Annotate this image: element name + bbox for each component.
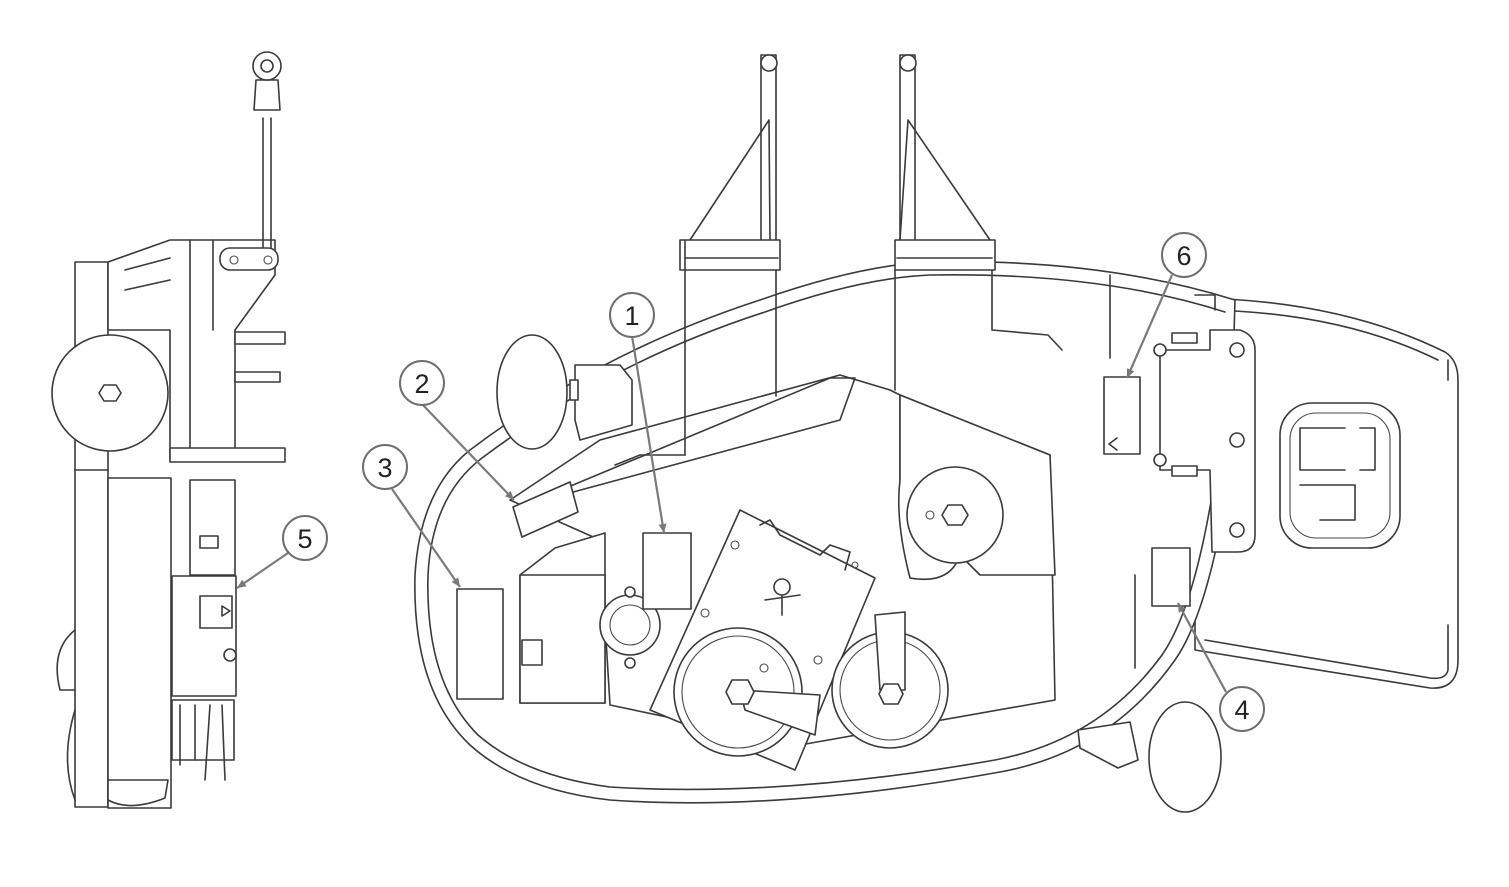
- lift-arm-right: [894, 54, 1063, 391]
- callout-5-label: 5: [297, 524, 312, 554]
- callout-3: 3: [362, 444, 408, 490]
- gauge-wheel-rear: [1148, 701, 1222, 813]
- callout-5: 5: [282, 515, 328, 561]
- decal-1: [642, 532, 692, 610]
- lift-arm-left: [614, 54, 781, 466]
- bolt-icon: [98, 384, 122, 402]
- leader-6: [1125, 274, 1174, 379]
- leader-5: [236, 552, 289, 589]
- leader-4: [1177, 602, 1227, 693]
- callout-6: 6: [1161, 232, 1207, 278]
- side-housing: [107, 477, 172, 809]
- decal-4: [1151, 547, 1191, 607]
- main-view: [414, 54, 1459, 813]
- callout-1: 1: [609, 292, 655, 338]
- decal-6: [1103, 376, 1141, 455]
- callout-4-label: 4: [1234, 695, 1249, 725]
- brand-logo: [1279, 402, 1401, 549]
- leader-1: [630, 335, 667, 534]
- callout-2-label: 2: [414, 369, 429, 399]
- leader-2: [421, 403, 515, 501]
- leader-3: [391, 488, 461, 588]
- callout-2: 2: [399, 360, 445, 406]
- mount-plate: [1159, 329, 1256, 553]
- side-label-box: [171, 575, 237, 697]
- callout-4: 4: [1219, 686, 1265, 732]
- decal-2: [512, 481, 579, 538]
- callout-6-label: 6: [1176, 241, 1191, 271]
- callout-3-label: 3: [377, 453, 392, 483]
- callout-1-label: 1: [624, 301, 639, 331]
- gauge-wheel-front: [496, 334, 568, 450]
- side-view: [51, 51, 286, 809]
- callouts: 1 2 3 4 5 6: [236, 232, 1265, 732]
- decal-3: [456, 588, 504, 700]
- side-bracket: [107, 239, 276, 461]
